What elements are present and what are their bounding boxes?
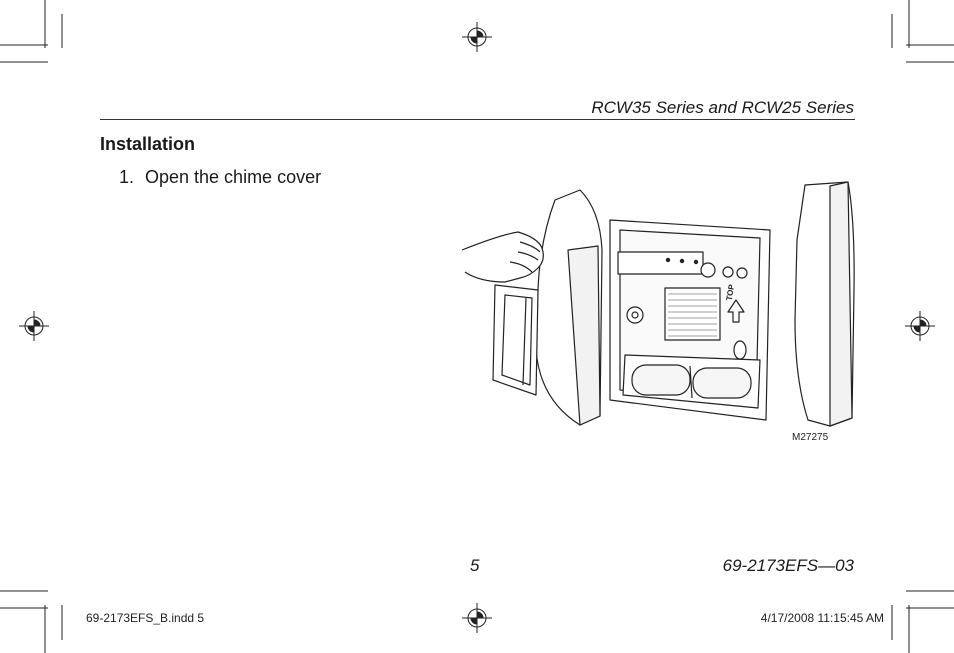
registration-mark-top <box>462 22 492 52</box>
registration-mark-left <box>19 311 49 341</box>
step-number: 1. <box>119 167 135 187</box>
step-text: Open the chime cover <box>145 167 322 187</box>
registration-mark-right <box>905 311 935 341</box>
top-label: TOP <box>725 283 737 301</box>
section-heading: Installation <box>100 134 196 154</box>
running-header: RCW35 Series and RCW25 Series <box>591 98 854 117</box>
page-number: 5 <box>470 556 480 575</box>
registration-mark-bottom <box>462 603 492 633</box>
chime-cover-illustration: TOP M27275 <box>461 181 855 443</box>
hand <box>461 231 544 283</box>
header-rule <box>100 119 855 120</box>
slug-timestamp: 4/17/2008 11:15:45 AM <box>760 611 884 625</box>
document-code: 69-2173EFS—03 <box>722 556 854 575</box>
figure-label: M27275 <box>792 432 829 443</box>
step-item: 1. Open the chime cover <box>119 167 321 188</box>
slug-filename: 69-2173EFS_B.indd 5 <box>86 611 205 625</box>
